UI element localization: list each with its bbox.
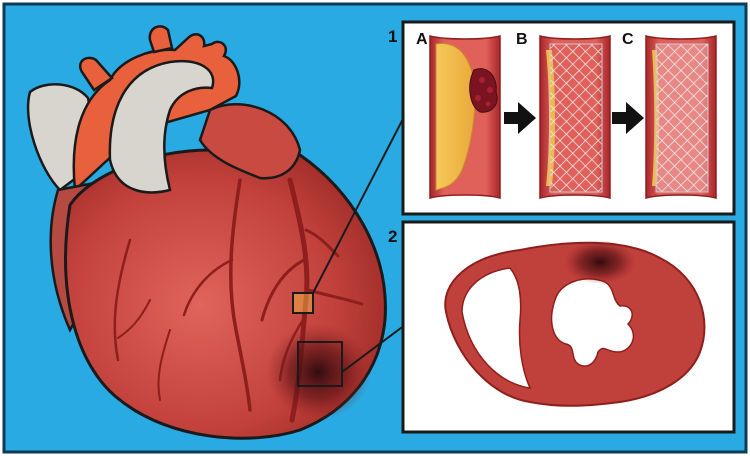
infarct-cross-section [564,240,636,284]
blood-clot [469,68,498,113]
right-ventricle-cavity [461,267,532,389]
arrow-b-to-c [612,102,644,134]
aorta-branch-left [79,56,114,92]
left-ventricle-cavity [550,278,635,367]
step-b-label: B [516,31,528,48]
arrow-a-to-b [504,102,536,134]
stent-mesh-c [655,43,709,193]
callout-line-2 [341,324,406,373]
stent-mesh-b [549,43,603,193]
step-c-label: C [622,31,634,48]
left-atrium [198,103,302,180]
heart-illustration [26,25,406,440]
panel-2-heart-cross-section: 2 [388,220,736,434]
vessel-c-healed [645,35,717,199]
infarct-zone [266,324,370,420]
vessel-a-blocked [429,35,501,199]
panel-2-number: 2 [388,227,397,246]
callout-line-1 [312,114,406,294]
aorta-branch [148,25,174,54]
plaque-deposit [435,43,476,191]
blockage-box [292,292,314,314]
vessel-b-stent [539,35,611,199]
panel-1-stent-procedure: 1 A B C [388,20,736,216]
damage-box [297,341,343,387]
pulmonary-artery [108,59,215,194]
step-a-label: A [416,31,428,48]
panel-1-number: 1 [388,27,397,46]
